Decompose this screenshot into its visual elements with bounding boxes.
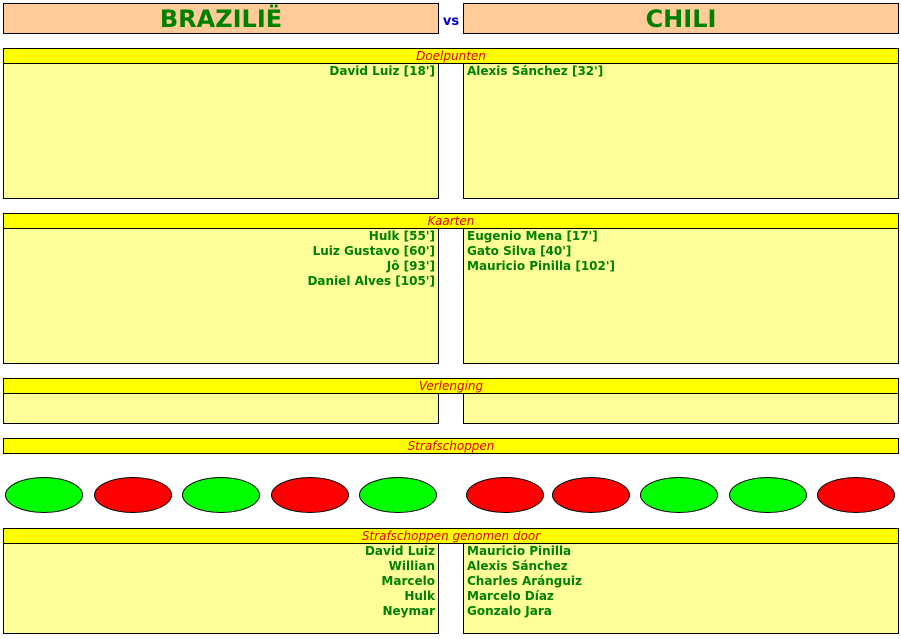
list-item: Mauricio Pinilla bbox=[467, 544, 572, 558]
extra-time-header: Verlenging bbox=[3, 378, 899, 394]
list-item: Hulk bbox=[404, 589, 435, 603]
away-goals: Alexis Sánchez [32'] bbox=[463, 63, 899, 199]
list-item: David Luiz bbox=[364, 544, 435, 558]
away-penalty-3-scored bbox=[640, 477, 718, 513]
list-item: Marcelo bbox=[381, 574, 435, 588]
list-item: Daniel Alves [105'] bbox=[307, 274, 435, 288]
away-penalty-5-missed bbox=[817, 477, 895, 513]
home-extra-time bbox=[3, 393, 439, 424]
list-item: Neymar bbox=[382, 604, 435, 618]
goals-header: Doelpunten bbox=[3, 48, 899, 64]
home-cards: Hulk [55']Luiz Gustavo [60']Jô [93']Dani… bbox=[3, 228, 439, 364]
list-item: Gato Silva [40'] bbox=[467, 244, 572, 258]
away-team-title: CHILI bbox=[463, 3, 899, 34]
list-item: Hulk [55'] bbox=[368, 229, 435, 243]
away-penalty-1-missed bbox=[466, 477, 544, 513]
list-item: Alexis Sánchez [32'] bbox=[467, 64, 604, 78]
home-penalty-1-scored bbox=[5, 477, 83, 513]
list-item: Marcelo Díaz bbox=[467, 589, 554, 603]
home-goals: David Luiz [18'] bbox=[3, 63, 439, 199]
away-penalty-2-missed bbox=[552, 477, 630, 513]
list-item: Gonzalo Jara bbox=[467, 604, 552, 618]
list-item: Mauricio Pinilla [102'] bbox=[467, 259, 616, 273]
away-penalty-4-scored bbox=[729, 477, 807, 513]
list-item: Charles Aránguiz bbox=[467, 574, 583, 588]
cards-header: Kaarten bbox=[3, 213, 899, 229]
list-item: Jô [93'] bbox=[386, 259, 435, 273]
penalties-header: Strafschoppen bbox=[3, 438, 899, 454]
takers-header: Strafschoppen genomen door bbox=[3, 528, 899, 544]
home-penalty-4-missed bbox=[271, 477, 349, 513]
away-cards: Eugenio Mena [17']Gato Silva [40']Mauric… bbox=[463, 228, 899, 364]
home-team-title: BRAZILIË bbox=[3, 3, 439, 34]
list-item: Willian bbox=[388, 559, 435, 573]
away-extra-time bbox=[463, 393, 899, 424]
vs-label: vs bbox=[442, 14, 460, 29]
home-penalty-2-missed bbox=[94, 477, 172, 513]
list-item: Luiz Gustavo [60'] bbox=[312, 244, 435, 258]
list-item: David Luiz [18'] bbox=[329, 64, 435, 78]
home-penalty-3-scored bbox=[182, 477, 260, 513]
list-item: Eugenio Mena [17'] bbox=[467, 229, 598, 243]
home-penalty-5-scored bbox=[359, 477, 437, 513]
list-item: Alexis Sánchez bbox=[467, 559, 568, 573]
